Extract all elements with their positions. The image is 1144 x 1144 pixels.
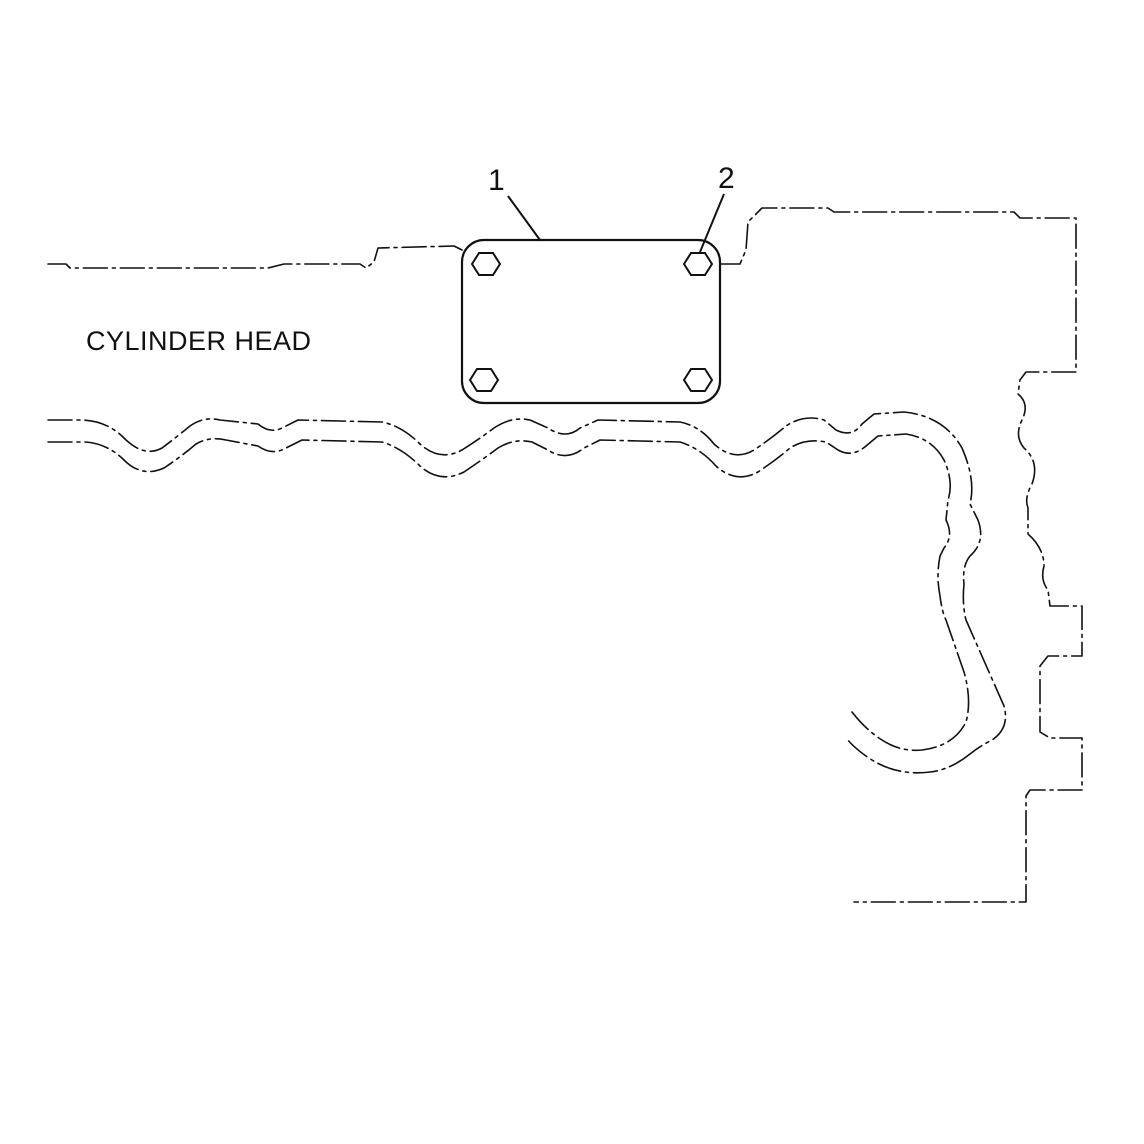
head-top-outline-right [719, 207, 1083, 903]
cover-plate[interactable] [460, 238, 722, 405]
leader-line-cover [507, 195, 541, 241]
bolt-bottom-left[interactable] [468, 368, 500, 392]
hex-bolt-icon [468, 368, 500, 392]
bolt-top-left[interactable] [470, 252, 502, 276]
callout-cover-number: 1 [488, 164, 505, 197]
passage-outer [47, 411, 1007, 755]
bolt-bottom-right[interactable] [682, 368, 714, 392]
hex-bolt-icon [682, 368, 714, 392]
hex-bolt-icon [682, 252, 714, 276]
passage-inner [47, 433, 970, 752]
bolt-top-right[interactable] [682, 252, 714, 276]
leader-line-bolt [699, 193, 725, 253]
passage-inner-hook [845, 737, 971, 774]
cylinder-head-label: CYLINDER HEAD [86, 326, 312, 356]
hex-bolt-icon [470, 252, 502, 276]
callout-bolt-number: 2 [718, 162, 735, 195]
head-top-outline [47, 245, 463, 269]
